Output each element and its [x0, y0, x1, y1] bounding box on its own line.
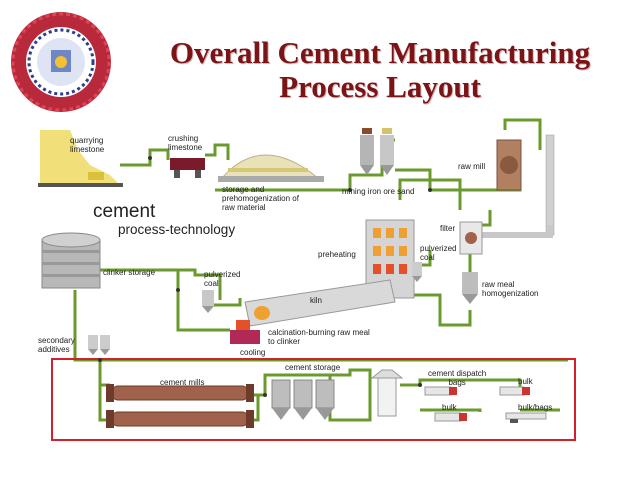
institution-logo [11, 12, 111, 112]
label-kiln: kiln [310, 296, 323, 305]
label-calcination: calcination-burning raw meal to clinker [268, 328, 370, 346]
label-cooling: cooling [240, 348, 266, 357]
raw-material-hoppers [360, 128, 394, 175]
secondary-additives-hoppers [88, 335, 110, 355]
label-clinker-storage: clinker storage [103, 268, 156, 277]
label-preheating: preheating [318, 250, 356, 259]
packing-machine [370, 369, 404, 417]
rotary-kiln [230, 279, 396, 344]
dispatch-trucks [424, 386, 547, 423]
label-storage: storage and prehomogenization of raw mat… [222, 185, 299, 212]
raw-meal-silo [462, 272, 478, 304]
label-filter: filter [440, 224, 456, 233]
label-secondary-additives: secondary additives [38, 336, 75, 354]
label-raw-meal: raw meal homogenization [482, 280, 539, 298]
label-pulverized-coal-left: pulverized coal [204, 270, 241, 288]
label-bulk-bottom: bulk [442, 403, 457, 412]
cement-mills [106, 384, 254, 428]
chimney [480, 134, 555, 238]
label-dispatch-bags: cement dispatch bags [428, 369, 487, 387]
pulverized-coal-left-hopper [202, 290, 214, 313]
crusher-illustration [170, 158, 205, 178]
label-raw-mill: raw mill [458, 162, 486, 171]
finishing-section-highlight [51, 358, 576, 441]
filter-unit [459, 221, 483, 255]
label-mining: mining iron ore sand [342, 187, 415, 196]
raw-mill [496, 139, 522, 191]
clinker-storage-silo [41, 232, 101, 289]
label-cement-mills: cement mills [160, 378, 205, 387]
label-bulk-top: bulk [518, 377, 533, 386]
diagram-subheading: process-technology [118, 222, 236, 237]
cement-storage-silos [271, 379, 335, 420]
page-title-line1: Overall Cement Manufacturing [169, 35, 591, 70]
flow-nodes [98, 156, 432, 397]
diagram-heading: cement [93, 201, 156, 222]
label-pulverized-coal-right: pulverized coal [420, 244, 457, 262]
label-cement-storage: cement storage [285, 363, 341, 372]
page-title-line2: Process Layout [279, 69, 481, 104]
pulverized-coal-right-hopper [412, 262, 422, 282]
storage-dome [218, 154, 324, 182]
label-crushing: crushing limestone [168, 134, 203, 152]
quarry-illustration [38, 130, 123, 187]
label-quarrying: quarrying limestone [70, 136, 105, 154]
label-bulk-bags: bulk/bags [518, 403, 553, 412]
